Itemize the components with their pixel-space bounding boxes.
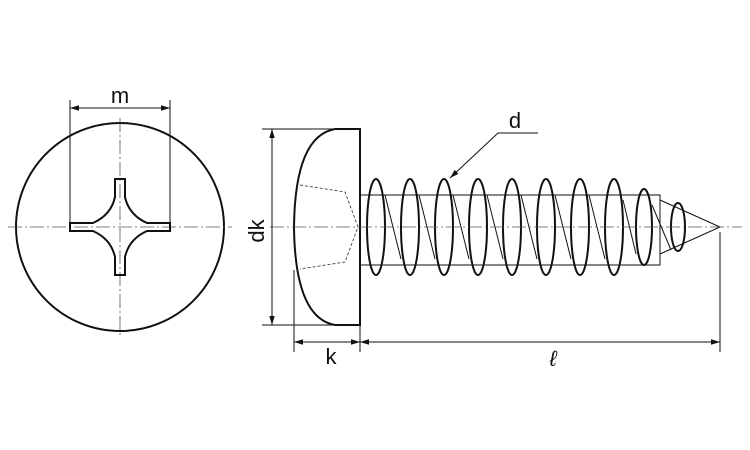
l-label: ℓ — [548, 346, 557, 371]
screw-side-view: dk k ℓ d — [244, 108, 742, 371]
head-top-view: m — [8, 83, 232, 336]
screw-shank — [359, 194, 661, 266]
dk-label: dk — [244, 218, 269, 242]
d-leader-line — [449, 132, 538, 179]
m-label: m — [111, 83, 129, 108]
d-label: d — [509, 108, 521, 133]
phillips-recess-icon — [69, 178, 171, 276]
k-label: k — [326, 344, 338, 369]
